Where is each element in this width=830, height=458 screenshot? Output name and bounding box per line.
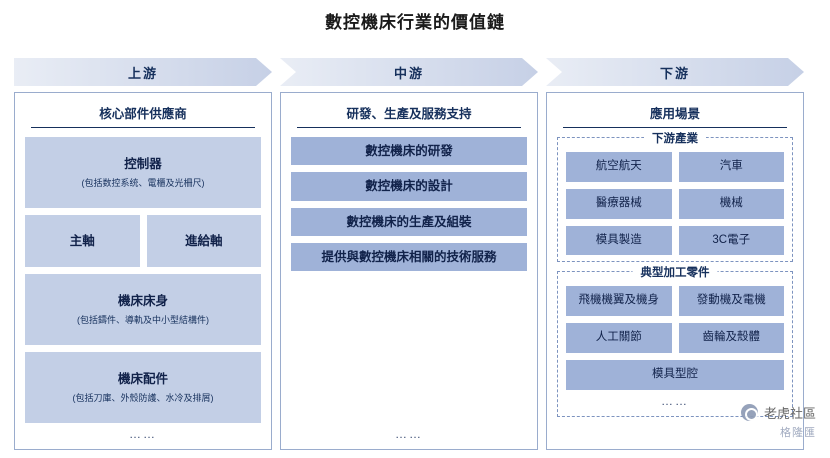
block-rnd-title: 數控機床的研發 <box>365 144 453 158</box>
part-engine-motor: 發動機及電機 <box>678 286 784 317</box>
block-services: 提供與數控機床相關的技術服務 <box>291 242 527 271</box>
industry-aerospace: 航空航天 <box>566 152 672 182</box>
card-head-downstream: 應用場景 <box>563 103 787 128</box>
block-design: 數控機床的設計 <box>291 172 527 201</box>
part-mold-cavity: 模具型腔 <box>566 359 784 390</box>
group-typical-parts: 典型加工零件 飛機機翼及機身 發動機及電機 人工關節 齒輪及殼體 模具型腔 …… <box>557 264 793 417</box>
block-machine-parts-note: (包括刀庫、外殼防護、水冷及排屑) <box>72 392 214 403</box>
block-machine-bed-title: 機床床身 <box>117 294 168 309</box>
industry-automotive: 汽車 <box>678 152 784 182</box>
block-row-axes: 主軸 進給軸 <box>25 215 261 267</box>
block-rnd: 數控機床的研發 <box>291 137 527 166</box>
part-gear-housing: 齒輪及殼體 <box>678 323 784 353</box>
industry-3c: 3C電子 <box>678 225 784 256</box>
block-machine-parts-title: 機床配件 <box>117 372 168 387</box>
group-legend-parts: 典型加工零件 <box>632 264 718 281</box>
block-feed-axis: 進給軸 <box>146 215 261 267</box>
part-artificial-joint: 人工關節 <box>566 323 672 353</box>
value-chain-diagram: 上游 核心部件供應商 控制器 (包括数控系统、電櫃及光柵尺) 主軸 進給軸 機 <box>14 58 816 450</box>
column-upstream: 上游 核心部件供應商 控制器 (包括数控系统、電櫃及光柵尺) 主軸 進給軸 機 <box>14 58 272 450</box>
block-controller: 控制器 (包括数控系统、電櫃及光柵尺) <box>25 137 261 209</box>
block-controller-note: (包括数控系统、電櫃及光柵尺) <box>81 177 205 188</box>
page-title: 數控機床行業的價值鏈 <box>325 13 505 32</box>
block-spindle-title: 主軸 <box>69 233 95 248</box>
industry-mold: 模具製造 <box>566 225 672 256</box>
block-machine-bed: 機床床身 (包括鑄件、導軌及中小型結構件) <box>25 273 261 345</box>
block-feed-axis-title: 進給軸 <box>184 233 223 248</box>
dots-midstream: …… <box>395 427 423 441</box>
block-production: 數控機床的生產及組裝 <box>291 207 527 236</box>
banner-midstream: 中游 <box>280 58 538 86</box>
banner-downstream: 下游 <box>546 58 804 86</box>
column-midstream: 中游 研發、生產及服務支持 數控機床的研發 數控機床的設計 數控機床的生產及組裝… <box>280 58 538 450</box>
card-head-upstream: 核心部件供應商 <box>31 103 255 128</box>
block-production-title: 數控機床的生產及組裝 <box>346 214 472 229</box>
banner-upstream: 上游 <box>14 58 272 86</box>
column-downstream: 下游 應用場景 下游產業 航空航天 汽車 醫療器械 機械 模具製造 3C電子 典… <box>546 58 804 450</box>
dots-upstream: …… <box>129 427 157 441</box>
part-aircraft-wing-body: 飛機機翼及機身 <box>566 286 672 317</box>
group-downstream-industries: 下游產業 航空航天 汽車 醫療器械 機械 模具製造 3C電子 <box>557 130 793 263</box>
block-machine-parts: 機床配件 (包括刀庫、外殼防護、水冷及排屑) <box>25 351 261 423</box>
dots-downstream: …… <box>661 393 689 408</box>
block-spindle: 主軸 <box>25 215 140 267</box>
block-services-title: 提供與數控機床相關的技術服務 <box>321 249 497 264</box>
block-machine-bed-note: (包括鑄件、導軌及中小型結構件) <box>77 314 209 325</box>
card-downstream: 應用場景 下游產業 航空航天 汽車 醫療器械 機械 模具製造 3C電子 典型加工… <box>546 92 804 450</box>
industry-machinery: 機械 <box>678 188 784 219</box>
industry-medical: 醫療器械 <box>566 188 672 219</box>
card-midstream: 研發、生產及服務支持 數控機床的研發 數控機床的設計 數控機床的生產及組裝 提供… <box>280 92 538 450</box>
block-design-title: 數控機床的設計 <box>365 179 453 194</box>
group-legend-industries: 下游產業 <box>644 130 706 146</box>
card-head-midstream: 研發、生產及服務支持 <box>297 103 521 128</box>
block-controller-title: 控制器 <box>124 157 162 172</box>
card-upstream: 核心部件供應商 控制器 (包括数控系统、電櫃及光柵尺) 主軸 進給軸 機床床身 <box>14 92 272 450</box>
